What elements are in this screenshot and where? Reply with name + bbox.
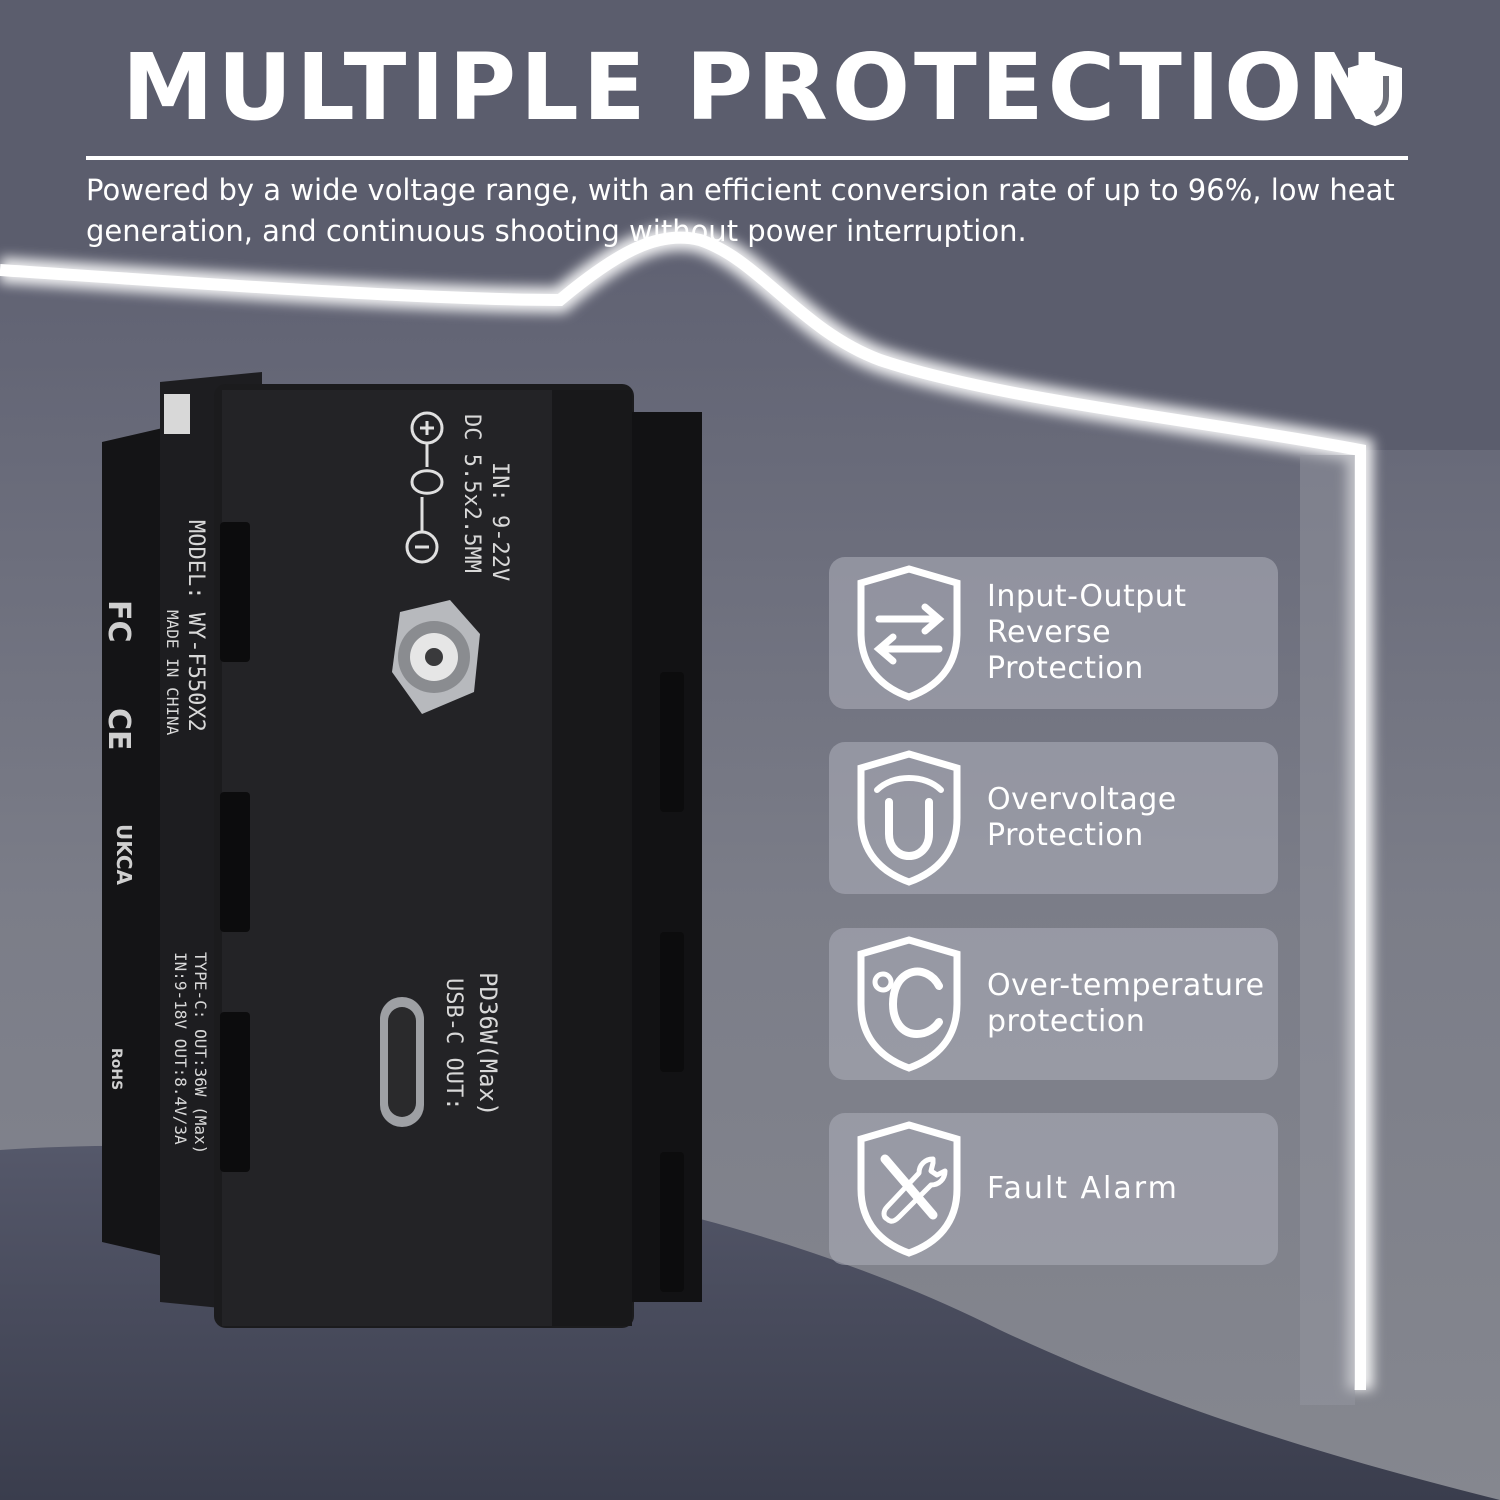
- dc-spec-text: DC 5.5x2.5MM: [459, 414, 484, 573]
- subtitle: Powered by a wide voltage range, with an…: [86, 173, 1395, 248]
- made-in-text: MADE IN CHINA: [163, 610, 182, 736]
- feature-overvoltage: Overvoltage Protection: [829, 742, 1278, 894]
- dc-input-text: IN: 9-22V: [487, 462, 512, 582]
- title-divider: [86, 156, 1408, 160]
- arrows-swap-shield-icon: [857, 565, 961, 701]
- ukca-logo: UKCA: [112, 824, 136, 885]
- feature-label: Overvoltage Protection: [987, 782, 1177, 853]
- shield-icon: [1348, 60, 1402, 126]
- typec-spec-text: TYPE-C: OUT:36W (Max): [191, 952, 210, 1155]
- voltage-u-shield-icon: [857, 750, 961, 886]
- io-spec-text: IN:9-18V OUT:8.4V/3A: [171, 952, 190, 1145]
- battery-adapter-body: [102, 372, 702, 1328]
- celsius-shield-icon: [857, 936, 961, 1072]
- page-title: MULTIPLE PROTECTION: [122, 34, 1388, 141]
- feature-fault-alarm: Fault Alarm: [829, 1113, 1278, 1265]
- model-text: MODEL: WY-F550X2: [183, 520, 208, 732]
- battery-adapter-image: DC 5.5x2.5MM IN: 9-22V USB-C OUT: PD36W(…: [82, 372, 722, 1332]
- rohs-logo: RoHS: [108, 1048, 124, 1091]
- ce-logo: CE: [101, 708, 136, 751]
- feature-label: Fault Alarm: [987, 1171, 1179, 1206]
- feature-reverse-protection: Input-Output Reverse Protection: [829, 557, 1278, 709]
- usb-label-text: USB-C OUT:: [441, 978, 466, 1111]
- feature-label: Over-temperature protection: [987, 968, 1265, 1039]
- fcc-logo: FC: [101, 600, 136, 643]
- usb-power-text: PD36W(Max): [474, 972, 502, 1117]
- feature-over-temperature: Over-temperature protection: [829, 928, 1278, 1080]
- tools-shield-icon: [857, 1121, 961, 1257]
- feature-label: Input-Output Reverse Protection: [987, 579, 1187, 686]
